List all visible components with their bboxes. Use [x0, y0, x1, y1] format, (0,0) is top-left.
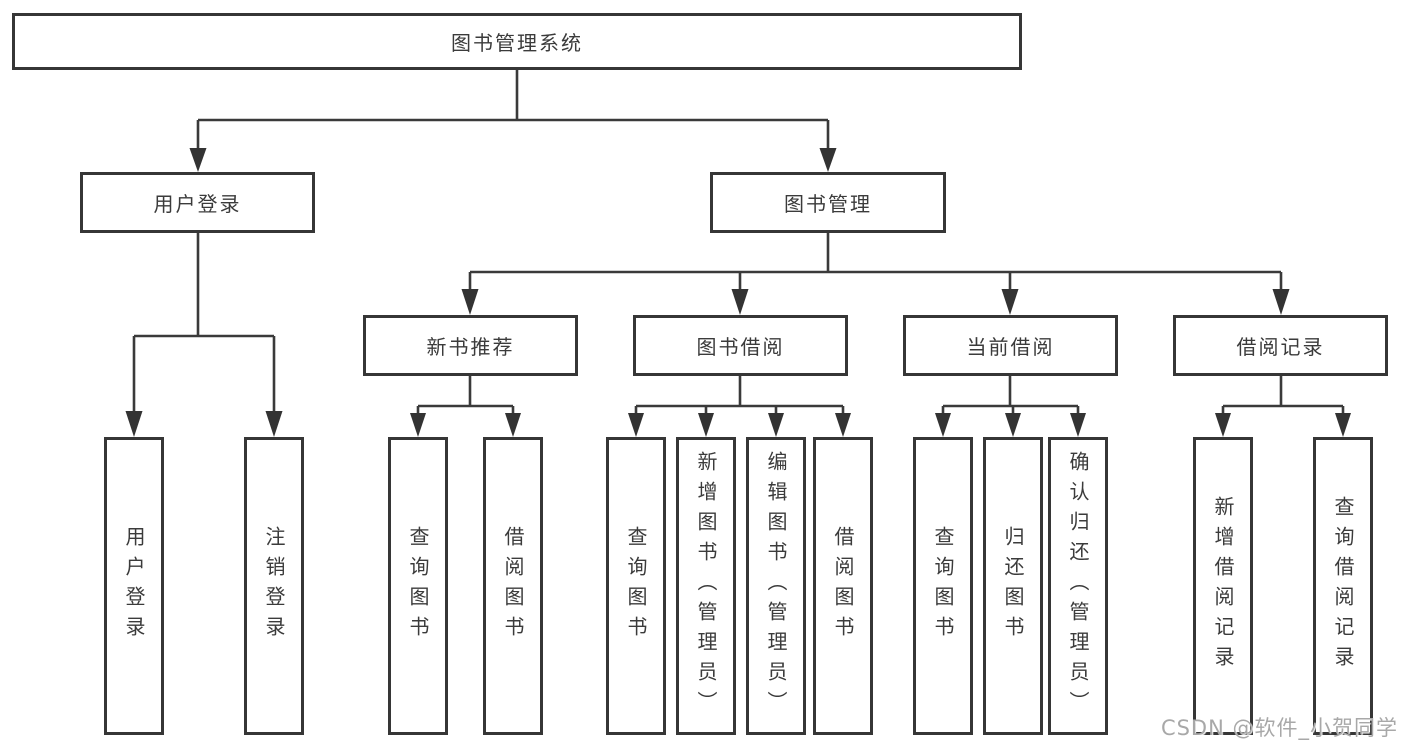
down-arrowhead: [819, 148, 837, 172]
down-arrowhead: [768, 413, 784, 437]
down-arrowhead: [505, 413, 521, 437]
leaf-return-books: 归还图书: [983, 437, 1043, 735]
leaf-label: 编辑图书（管理员）: [764, 451, 788, 721]
leaf-query-borrow-record: 查询借阅记录: [1313, 437, 1373, 735]
connector-recommend-children: [410, 376, 521, 437]
down-arrowhead: [1215, 413, 1231, 437]
section-label: 图书借阅: [696, 335, 785, 359]
connector-book-mgmt-sections: [461, 233, 1290, 315]
down-arrowhead: [1005, 413, 1021, 437]
down-arrowhead: [698, 413, 714, 437]
leaf-add-borrow-record: 新增借阅记录: [1193, 437, 1253, 735]
node-user-login: 用户登录: [80, 172, 315, 233]
down-arrowhead: [935, 413, 951, 437]
section-label: 当前借阅: [966, 335, 1055, 359]
leaf-confirm-return-admin: 确认归还（管理员）: [1048, 437, 1108, 735]
connector-borrowing-children: [628, 376, 851, 437]
node-current-borrowing: 当前借阅: [903, 315, 1118, 376]
leaf-label: 用户登录: [122, 526, 146, 646]
leaf-label: 新增图书（管理员）: [694, 451, 718, 721]
node-borrowing-records: 借阅记录: [1173, 315, 1388, 376]
leaf-borrow-books-borrow: 借阅图书: [813, 437, 873, 735]
down-arrowhead: [1070, 413, 1086, 437]
connector-root-branches: [189, 70, 837, 172]
down-arrowhead: [835, 413, 851, 437]
section-label: 借阅记录: [1236, 335, 1325, 359]
leaf-edit-book-admin: 编辑图书（管理员）: [746, 437, 806, 735]
node-book-management: 图书管理: [710, 172, 946, 233]
connector-records-children: [1215, 376, 1351, 437]
leaf-label: 确认归还（管理员）: [1066, 451, 1090, 721]
down-arrowhead: [265, 411, 283, 437]
leaf-query-books-recommend: 查询图书: [388, 437, 448, 735]
leaf-label: 注销登录: [262, 526, 286, 646]
down-arrowhead: [189, 148, 207, 172]
leaf-add-book-admin: 新增图书（管理员）: [676, 437, 736, 735]
leaf-logout-login: 注销登录: [244, 437, 304, 735]
down-arrowhead: [125, 411, 143, 437]
node-user-login-label: 用户登录: [153, 192, 242, 216]
node-root: 图书管理系统: [12, 13, 1022, 70]
down-arrowhead: [628, 413, 644, 437]
down-arrowhead: [1001, 289, 1019, 315]
leaf-label: 查询借阅记录: [1331, 496, 1355, 676]
node-new-book-recommendation: 新书推荐: [363, 315, 578, 376]
leaf-label: 查询图书: [406, 526, 430, 646]
leaf-label: 借阅图书: [831, 526, 855, 646]
node-book-management-label: 图书管理: [784, 192, 872, 216]
csdn-watermark: CSDN @软件_小贺同学: [1160, 716, 1398, 740]
leaf-label: 查询图书: [624, 526, 648, 646]
leaf-label: 新增借阅记录: [1211, 496, 1235, 676]
leaf-borrow-books-recommend: 借阅图书: [483, 437, 543, 735]
leaf-label: 借阅图书: [501, 526, 525, 646]
down-arrowhead: [461, 289, 479, 315]
connector-user-login-children: [125, 233, 283, 437]
down-arrowhead: [731, 289, 749, 315]
leaf-label: 查询图书: [931, 526, 955, 646]
down-arrowhead: [1335, 413, 1351, 437]
connector-current-children: [935, 376, 1086, 437]
section-label: 新书推荐: [426, 335, 515, 359]
leaf-query-books-current: 查询图书: [913, 437, 973, 735]
down-arrowhead: [1272, 289, 1290, 315]
node-book-borrowing: 图书借阅: [633, 315, 848, 376]
leaf-label: 归还图书: [1001, 526, 1025, 646]
leaf-query-books-borrow: 查询图书: [606, 437, 666, 735]
down-arrowhead: [410, 413, 426, 437]
leaf-user-login: 用户登录: [104, 437, 164, 735]
node-root-label: 图书管理系统: [451, 31, 583, 55]
